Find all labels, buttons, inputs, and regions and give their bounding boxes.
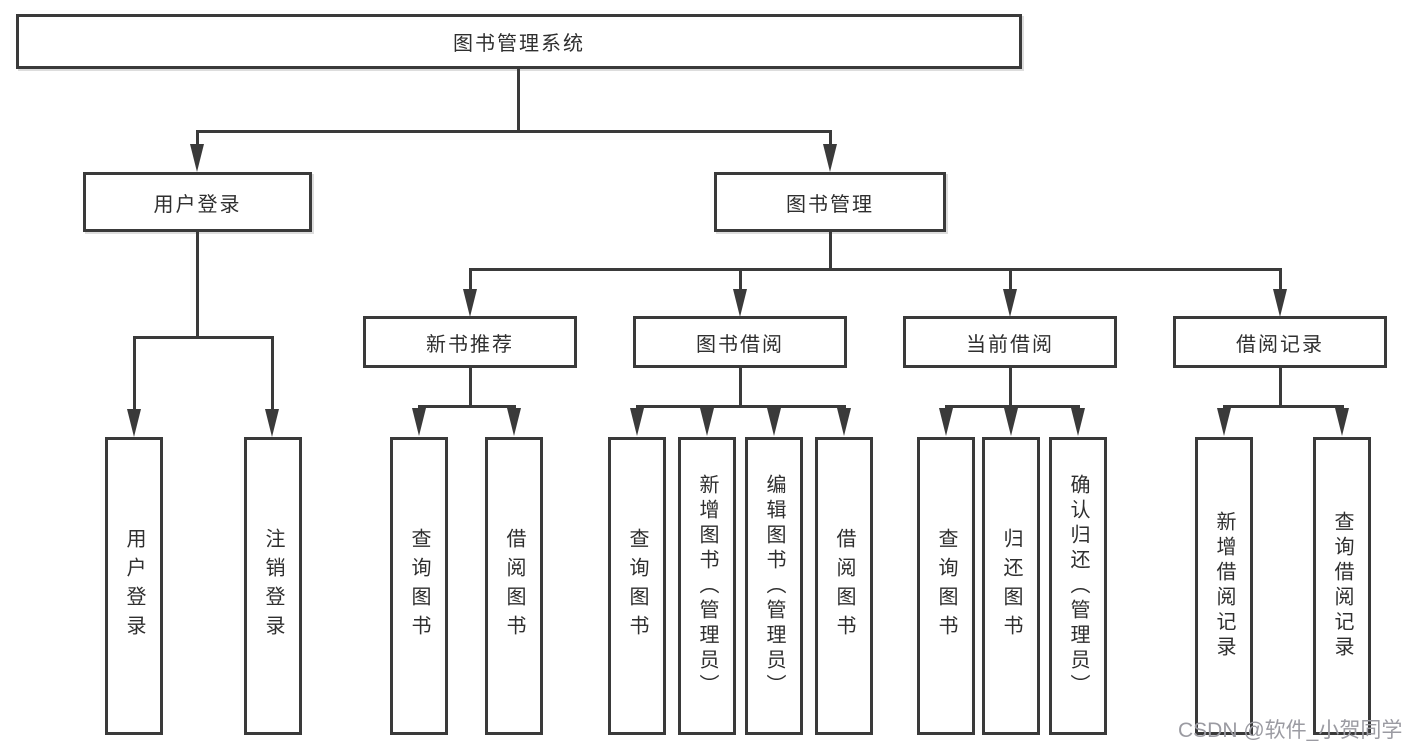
node-borrow-records: 借阅记录 — [1173, 316, 1387, 368]
connector-root-down — [517, 68, 520, 132]
leaf-current-query-label: 查询图书 — [935, 528, 957, 644]
node-current-borrow: 当前借阅 — [903, 316, 1117, 368]
arrow-current-borrow-leaf3 — [1071, 408, 1085, 436]
connector-user-login-bar — [133, 336, 274, 339]
node-system-root-label: 图书管理系统 — [453, 33, 585, 55]
connector-level3-bar — [469, 268, 1282, 271]
arrow-new-books-leaf1 — [412, 408, 426, 436]
arrow-new-books-leaf2 — [507, 408, 521, 436]
arrow-to-logout-leaf — [265, 409, 279, 437]
arrow-book-borrow-leaf4 — [837, 408, 851, 436]
leaf-borrow-add-admin: 新增图书（管理员） — [678, 437, 736, 735]
arrow-to-current-borrow — [1003, 289, 1017, 317]
connector-level2-bar — [196, 130, 832, 133]
arrow-book-borrow-leaf3 — [767, 408, 781, 436]
leaf-logout: 注销登录 — [244, 437, 302, 735]
node-current-borrow-label: 当前借阅 — [966, 333, 1054, 356]
arrow-to-book-borrow — [733, 289, 747, 317]
connector-to-current-borrow — [1009, 268, 1012, 292]
connector-borrow-records-down — [1279, 368, 1282, 408]
leaf-records-query: 查询借阅记录 — [1313, 437, 1371, 735]
leaf-current-return: 归还图书 — [982, 437, 1040, 735]
connector-user-login-down — [196, 232, 199, 339]
leaf-records-query-label: 查询借阅记录 — [1331, 511, 1353, 661]
arrow-book-borrow-leaf2 — [700, 408, 714, 436]
connector-to-new-books — [469, 268, 472, 292]
leaf-newbooks-query-label: 查询图书 — [408, 528, 430, 644]
connector-book-mgmt-down — [829, 232, 832, 270]
connector-current-borrow-down — [1009, 368, 1012, 408]
arrow-borrow-records-leaf1 — [1217, 408, 1231, 436]
leaf-records-add-label: 新增借阅记录 — [1213, 511, 1235, 661]
connector-to-book-mgmt — [829, 130, 832, 150]
arrow-to-borrow-records — [1273, 289, 1287, 317]
node-book-borrow: 图书借阅 — [633, 316, 847, 368]
node-book-mgmt-label: 图书管理 — [786, 193, 874, 216]
arrow-current-borrow-leaf1 — [939, 408, 953, 436]
connector-book-borrow-down — [739, 368, 742, 408]
connector-new-books-down — [469, 368, 472, 408]
node-user-login-label: 用户登录 — [153, 193, 242, 216]
connector-borrow-records-bar — [1223, 405, 1344, 408]
leaf-borrow-book: 借阅图书 — [815, 437, 873, 735]
connector-to-book-borrow — [739, 268, 742, 292]
leaf-current-confirm-admin: 确认归还（管理员） — [1049, 437, 1107, 735]
leaf-current-query: 查询图书 — [917, 437, 975, 735]
arrow-to-book-mgmt — [823, 144, 837, 172]
connector-book-borrow-bar — [636, 405, 846, 408]
arrow-borrow-records-leaf2 — [1335, 408, 1349, 436]
node-book-mgmt: 图书管理 — [714, 172, 946, 232]
leaf-newbooks-query: 查询图书 — [390, 437, 448, 735]
leaf-logout-label: 注销登录 — [262, 528, 284, 644]
arrow-book-borrow-leaf1 — [630, 408, 644, 436]
connector-new-books-bar — [418, 405, 516, 408]
leaf-borrow-query-label: 查询图书 — [626, 528, 648, 644]
connector-to-logout-leaf — [271, 336, 274, 412]
leaf-records-add: 新增借阅记录 — [1195, 437, 1253, 735]
arrow-to-new-books — [463, 289, 477, 317]
arrow-to-user-login — [190, 144, 204, 172]
node-user-login: 用户登录 — [83, 172, 312, 232]
node-book-borrow-label: 图书借阅 — [696, 333, 784, 356]
leaf-user-login-label: 用户登录 — [123, 528, 145, 644]
csdn-watermark: CSDN @软件_小贺同学 — [1178, 719, 1403, 742]
leaf-borrow-book-label: 借阅图书 — [833, 528, 855, 644]
connector-to-borrow-records — [1279, 268, 1282, 292]
node-borrow-records-label: 借阅记录 — [1236, 333, 1324, 356]
connector-to-user-login — [196, 130, 199, 150]
leaf-newbooks-borrow-label: 借阅图书 — [503, 528, 525, 644]
leaf-current-confirm-admin-label: 确认归还（管理员） — [1067, 473, 1089, 699]
arrow-current-borrow-leaf2 — [1004, 408, 1018, 436]
connector-to-login-leaf — [133, 336, 136, 412]
leaf-borrow-edit-admin: 编辑图书（管理员） — [745, 437, 803, 735]
leaf-current-return-label: 归还图书 — [1000, 528, 1022, 644]
node-new-books: 新书推荐 — [363, 316, 577, 368]
leaf-user-login: 用户登录 — [105, 437, 163, 735]
leaf-borrow-query: 查询图书 — [608, 437, 666, 735]
connector-current-borrow-bar — [945, 405, 1080, 408]
arrow-to-login-leaf — [127, 409, 141, 437]
leaf-borrow-edit-admin-label: 编辑图书（管理员） — [763, 473, 785, 699]
leaf-newbooks-borrow: 借阅图书 — [485, 437, 543, 735]
node-new-books-label: 新书推荐 — [426, 333, 514, 356]
node-system-root: 图书管理系统 — [16, 14, 1022, 69]
leaf-borrow-add-admin-label: 新增图书（管理员） — [696, 473, 718, 699]
